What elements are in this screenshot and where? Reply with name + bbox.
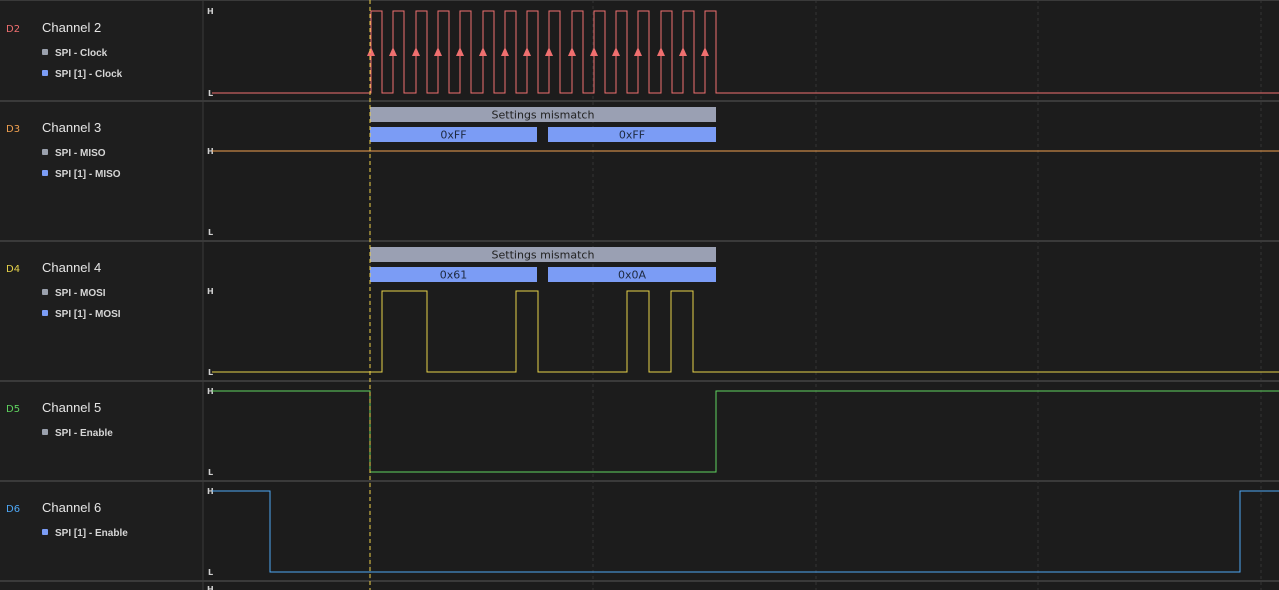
miso-byte-bar[interactable] [370,127,537,142]
channel-code: D4 [6,264,21,275]
rising-edge-marker-icon [657,47,665,56]
rising-edge-marker-icon [412,47,420,56]
rising-edge-marker-icon [367,47,375,56]
mosi-byte-bar[interactable] [548,267,716,282]
miso-byte-value: 0xFF [619,129,645,142]
rising-edge-marker-icon [612,47,620,56]
analyzer-label[interactable]: SPI [1] - MISO [42,169,121,180]
level-low-label: L [208,368,213,377]
channel-4-waveform [212,290,1279,373]
mosi-byte-value: 0x0A [618,269,647,282]
row-separator [0,0,1279,1]
level-low-label: L [208,228,213,237]
mosi-byte-bar[interactable] [370,267,537,282]
analyzer-label[interactable]: SPI - MOSI [42,288,106,299]
rising-edge-marker-icon [679,47,687,56]
analyzer-dot-icon [42,49,48,55]
rising-edge-marker-icon [389,47,397,56]
rising-edge-marker-icon [701,47,709,56]
channel-2-waveform [212,10,1279,94]
row-separator [0,240,1279,242]
mosi-status-bar[interactable] [370,247,716,262]
channel-name[interactable]: Channel 6 [42,500,102,515]
miso-status-text: Settings mismatch [492,109,595,122]
analyzer-label[interactable]: SPI [1] - MOSI [42,309,121,320]
rising-edge-marker-icon [501,47,509,56]
analyzer-dot-icon [42,429,48,435]
row-separator [0,100,1279,102]
channel-code: D3 [6,124,21,135]
level-low-label: L [208,468,213,477]
rising-edge-marker-icon [634,47,642,56]
rising-edge-marker-icon [456,47,464,56]
analyzer-label[interactable]: SPI - MISO [42,148,106,159]
analyzer-dot-icon [42,289,48,295]
level-high-label: H [207,287,214,296]
channel-6-waveform [212,490,1279,573]
channel-panel-5[interactable]: D5 Channel 5 SPI - Enable [0,382,203,480]
rising-edge-marker-icon [568,47,576,56]
rising-edge-marker-icon [434,47,442,56]
channel-name[interactable]: Channel 4 [42,260,102,275]
channel-name[interactable]: Channel 3 [42,120,102,135]
rising-edge-marker-icon [479,47,487,56]
channel-name[interactable]: Channel 5 [42,400,102,415]
channel-name[interactable]: Channel 2 [42,20,102,35]
analyzer-label[interactable]: SPI - Enable [42,428,113,439]
level-high-label: H [207,585,214,590]
mosi-byte-value: 0x61 [440,269,468,282]
miso-byte-value: 0xFF [440,129,466,142]
channel-code: D5 [6,404,21,415]
channel-sidebar [0,0,203,590]
row-separator [0,380,1279,382]
level-low-label: L [208,89,213,98]
rising-edge-marker-icon [590,47,598,56]
channel-code: D6 [6,504,21,515]
analyzer-label[interactable]: SPI [1] - Clock [42,69,122,80]
analyzer-label[interactable]: SPI [1] - Enable [42,528,128,539]
analyzer-dot-icon [42,529,48,535]
analyzer-dot-icon [42,310,48,316]
analyzer-dot-icon [42,170,48,176]
row-separator [0,480,1279,482]
level-low-label: L [208,568,213,577]
level-high-label: H [207,387,214,396]
channel-panel-6[interactable]: D6 Channel 6 SPI [1] - Enable [0,482,203,580]
channel-panel-4[interactable]: D4 Channel 4 SPI - MOSI SPI [1] - MOSI [0,242,203,380]
miso-byte-bar[interactable] [548,127,716,142]
row-separator [0,580,1279,582]
level-high-label: H [207,487,214,496]
channel-panel-2[interactable]: D2 Channel 2 SPI - Clock SPI [1] - Clock [0,0,203,100]
channel-panel-3[interactable]: D3 Channel 3 SPI - MISO SPI [1] - MISO [0,102,203,240]
analyzer-dot-icon [42,70,48,76]
mosi-status-text: Settings mismatch [492,249,595,262]
rising-edge-marker-icon [523,47,531,56]
channel-code: D2 [6,24,21,35]
rising-edge-marker-icon [545,47,553,56]
channel-5-waveform [212,390,1279,473]
level-high-label: H [207,7,214,16]
analyzer-label[interactable]: SPI - Clock [42,48,107,59]
analyzer-dot-icon [42,149,48,155]
miso-status-bar[interactable] [370,107,716,122]
level-high-label: H [207,147,214,156]
